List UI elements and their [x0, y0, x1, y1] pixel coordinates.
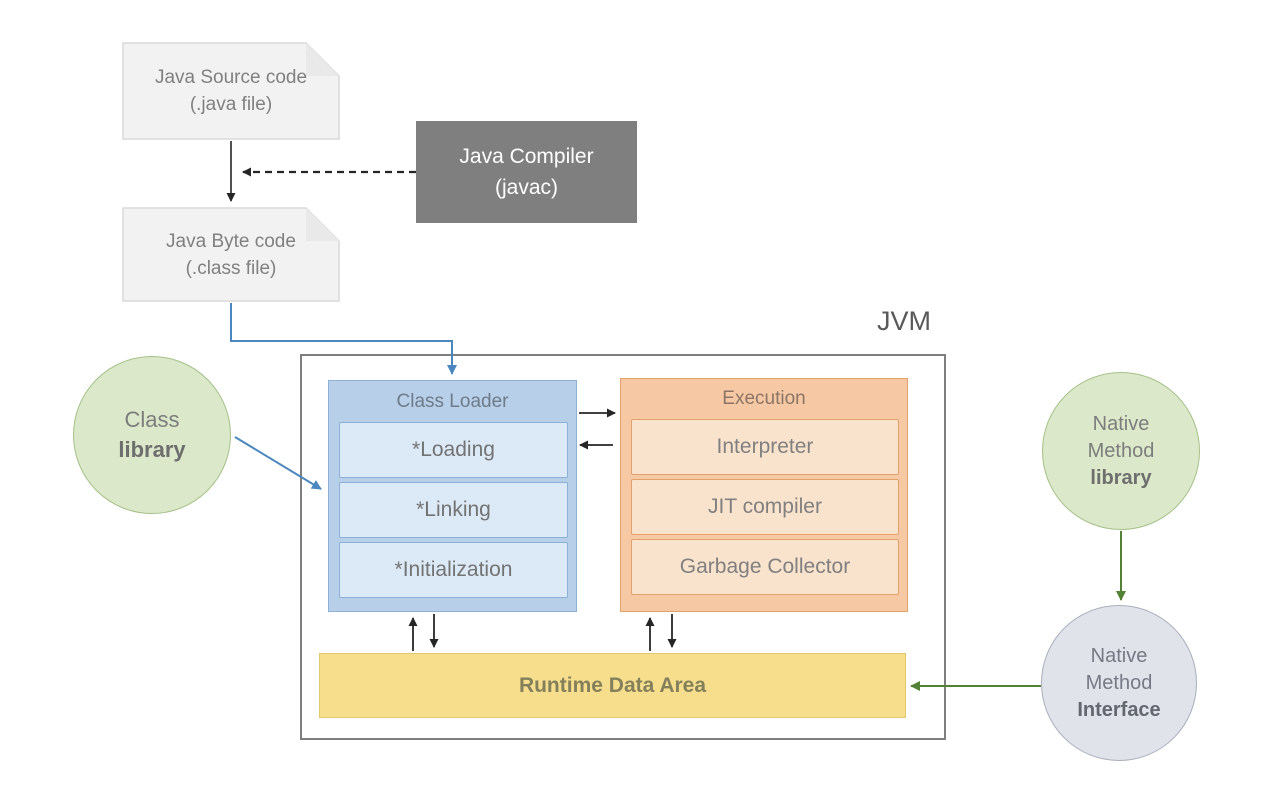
java-source-label: Java Source code (.java file): [122, 42, 340, 140]
loading-step: *Loading: [339, 422, 568, 478]
jvm-title: JVM: [877, 306, 931, 336]
native-method-library-circle: Native Method library: [1042, 372, 1200, 530]
native-library-line1: Native: [1092, 412, 1150, 435]
folded-corner: [306, 43, 339, 76]
java-bytecode-label: Java Byte code (.class file): [122, 207, 340, 302]
java-bytecode-subtitle: (.class file): [185, 257, 277, 279]
native-interface-line1: Native: [1090, 644, 1148, 667]
native-library-line2: Method: [1087, 439, 1155, 462]
linking-step: *Linking: [339, 482, 568, 538]
java-source-subtitle: (.java file): [189, 94, 273, 115]
file-shape-outline: [122, 207, 340, 302]
class-loader-title: Class Loader: [396, 390, 509, 412]
java-bytecode-file-shape: Java Byte code (.class file): [122, 207, 340, 302]
java-bytecode-title: Java Byte code: [166, 230, 296, 252]
runtime-data-area-box: Runtime Data Area: [319, 653, 906, 718]
execution-title: Execution: [722, 388, 806, 409]
jvm-boundary-box: [300, 354, 946, 740]
interpreter-component: Interpreter: [631, 419, 899, 475]
file-polygon: [122, 42, 340, 140]
native-library-line3: library: [1090, 466, 1152, 489]
java-compiler-subtitle: (javac): [494, 176, 558, 199]
java-compiler-box: Java Compiler (javac): [416, 121, 637, 223]
java-compiler-title: Java Compiler: [459, 145, 594, 168]
garbage-collector-component: Garbage Collector: [631, 539, 899, 595]
class-library-line1: Class: [124, 407, 180, 432]
java-source-title: Java Source code: [154, 67, 308, 88]
file-polygon: [122, 207, 340, 302]
jit-compiler-component: JIT compiler: [631, 479, 899, 535]
initialization-step: *Initialization: [339, 542, 568, 598]
native-interface-line3: Interface: [1077, 698, 1161, 721]
class-loader-box: Class Loader *Loading *Linking *Initiali…: [328, 380, 577, 612]
folded-corner: [306, 208, 339, 241]
native-method-interface-circle: Native Method Interface: [1041, 605, 1197, 761]
class-library-circle: Class library: [73, 356, 231, 514]
class-loader-items: *Loading *Linking *Initialization: [329, 422, 576, 611]
execution-items: Interpreter JIT compiler Garbage Collect…: [621, 419, 907, 611]
file-shape-outline: [122, 42, 340, 140]
native-interface-line2: Method: [1085, 671, 1153, 694]
execution-box: Execution Interpreter JIT compiler Garba…: [620, 378, 908, 612]
class-library-line2: library: [118, 437, 186, 462]
java-source-file-shape: Java Source code (.java file): [122, 42, 340, 140]
